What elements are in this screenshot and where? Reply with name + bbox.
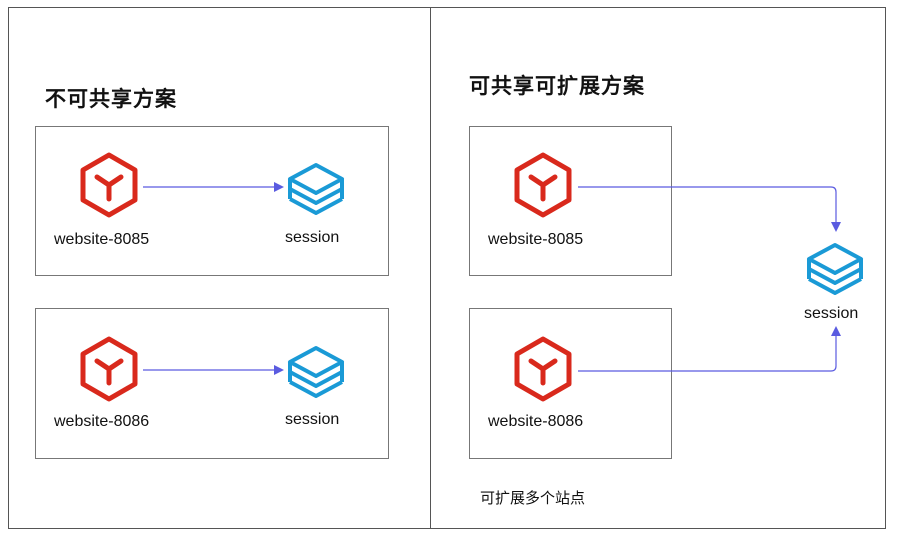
website-icon: [83, 339, 135, 399]
right-website-label-1: website-8085: [488, 231, 584, 248]
website-icon: [517, 339, 569, 399]
website-icon: [517, 155, 569, 215]
left-website-label-1: website-8085: [54, 231, 150, 248]
left-panel-title: 不可共享方案: [45, 87, 177, 111]
diagram-frame: [8, 7, 886, 529]
website-icon: [83, 155, 135, 215]
panel-divider: [430, 7, 431, 529]
arrow-right-2: [578, 326, 841, 372]
shared-session-icon: [807, 243, 863, 295]
left-session-label-2: session: [285, 411, 340, 428]
session-icon: [288, 163, 344, 215]
left-group-box-1: [35, 126, 389, 276]
left-group-box-2: [35, 308, 389, 459]
arrow-right-1: [578, 186, 841, 232]
left-session-label-1: session: [285, 229, 340, 246]
session-icon: [288, 346, 344, 398]
left-website-label-2: website-8086: [54, 413, 150, 430]
scalability-note: 可扩展多个站点: [480, 489, 586, 507]
shared-session-label: session: [804, 305, 859, 322]
right-website-label-2: website-8086: [488, 413, 584, 430]
right-panel-title: 可共享可扩展方案: [469, 74, 645, 98]
